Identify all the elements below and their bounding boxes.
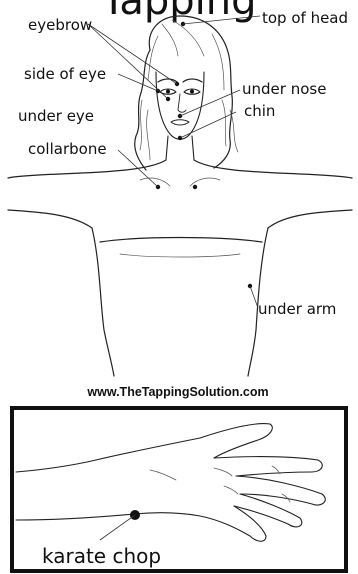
hand-illustration xyxy=(16,424,325,542)
label-under-arm: under arm xyxy=(258,300,336,318)
leader-lines xyxy=(88,16,260,308)
tapping-point-markers xyxy=(156,22,252,288)
label-karate-chop: karate chop xyxy=(42,544,161,568)
karate-chop-leader xyxy=(100,515,135,540)
diagram-title: Tapping xyxy=(101,0,257,24)
label-under-eye: under eye xyxy=(18,107,94,125)
point-collarbone-right xyxy=(193,185,197,189)
label-side-of-eye: side of eye xyxy=(24,65,106,83)
label-eyebrow: eyebrow xyxy=(28,16,92,34)
website-url: www.TheTappingSolution.com xyxy=(86,385,268,399)
label-chin: chin xyxy=(244,102,275,120)
label-collarbone: collarbone xyxy=(28,140,107,158)
label-top-of-head: top of head xyxy=(262,9,348,27)
label-under-nose: under nose xyxy=(242,80,326,98)
